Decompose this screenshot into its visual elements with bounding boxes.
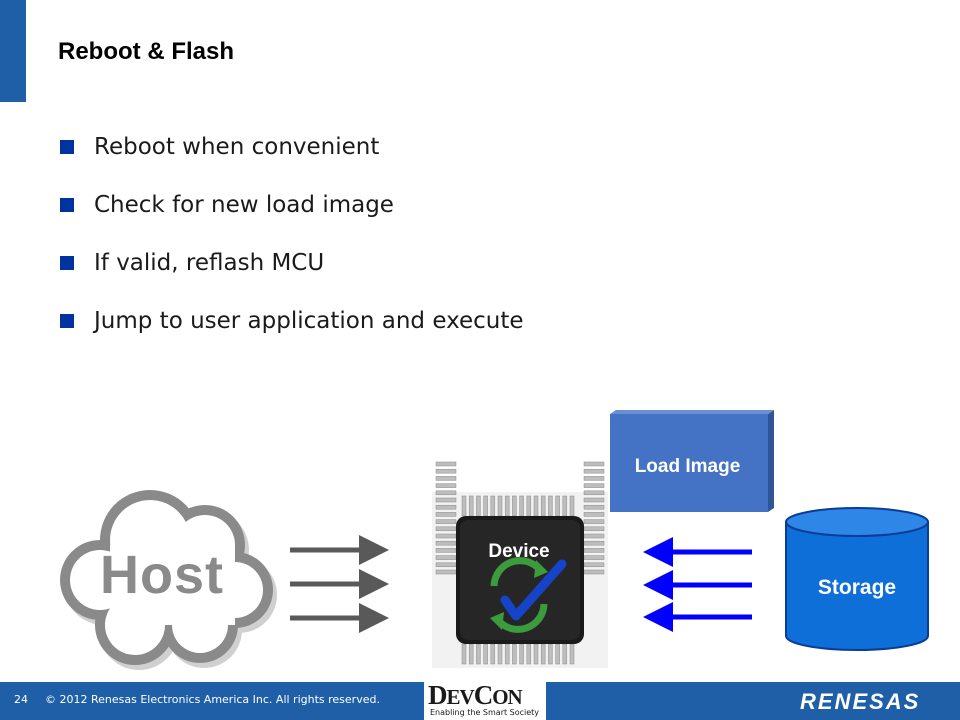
chip-pin: [435, 504, 457, 510]
bullet-item: Check for new load image: [60, 176, 524, 234]
chip-pin: [435, 569, 457, 575]
chip-pin: [526, 643, 532, 665]
host-cloud-icon: [60, 490, 277, 670]
host-label: Host: [100, 545, 224, 605]
devcon-tagline: Enabling the Smart Society: [430, 708, 540, 717]
chip-pin: [540, 495, 546, 517]
chip-pin: [435, 461, 457, 467]
load-image-block: [610, 410, 774, 512]
bullet-marker: [60, 198, 74, 212]
chip-pin: [583, 497, 605, 503]
chip-pin: [583, 540, 605, 546]
bullet-item: Jump to user application and execute: [60, 292, 524, 350]
chip-pin: [583, 468, 605, 474]
chip-pin: [583, 483, 605, 488]
chip-pin: [490, 643, 496, 665]
chip-pin: [512, 643, 517, 665]
chip-pin: [435, 476, 457, 481]
bullet-text: Check for new load image: [94, 192, 394, 218]
chip-pin: [548, 495, 553, 517]
chip-pin: [583, 555, 605, 560]
chip-pin: [483, 643, 488, 665]
device-label: Device: [488, 541, 550, 562]
chip-pin: [519, 643, 524, 665]
chip-pin: [435, 468, 457, 474]
chip-pin: [583, 569, 605, 575]
storage-cylinder-icon: [785, 507, 929, 651]
chip-pin: [583, 512, 605, 517]
chip-pin: [555, 495, 560, 517]
chip-pin: [476, 495, 481, 517]
chip-pin: [435, 526, 457, 532]
chip-pin: [435, 540, 457, 546]
bullet-marker: [60, 256, 74, 270]
chip-pin: [468, 495, 474, 517]
chip-pin: [483, 495, 488, 517]
chip-pin: [512, 495, 517, 517]
chip-pin: [583, 526, 605, 532]
chip-pin: [583, 476, 605, 481]
title-accent-bar: [0, 0, 26, 102]
chip-pin: [435, 483, 457, 488]
chip-pin: [583, 562, 605, 568]
chip-pin: [569, 495, 575, 517]
chip-pin: [497, 643, 503, 665]
chip-pin: [461, 643, 467, 665]
chip-pin: [504, 643, 510, 665]
chip-pin: [555, 643, 560, 665]
bullet-list: Reboot when convenient Check for new loa…: [60, 118, 524, 350]
copyright-text: © 2012 Renesas Electronics America Inc. …: [45, 693, 380, 706]
chip-pin: [468, 643, 474, 665]
devcon-logo: [424, 680, 546, 720]
chip-pin: [435, 497, 457, 503]
page-number: 24: [14, 693, 28, 706]
chip-pin: [476, 643, 481, 665]
chip-pin: [461, 495, 467, 517]
chip-pin: [504, 495, 510, 517]
chip-pin: [435, 533, 457, 539]
chip-pin: [435, 555, 457, 560]
chip-pin: [540, 643, 546, 665]
chip-pin: [562, 643, 568, 665]
chip-pin: [519, 495, 524, 517]
devcon-logo-text: DEVCON: [428, 680, 523, 710]
chip-pin: [583, 548, 605, 553]
bullet-marker: [60, 140, 74, 154]
load-image-label: Load Image: [634, 456, 741, 477]
device-chip-icon: [432, 461, 608, 668]
chip-pin: [533, 643, 539, 665]
chip-pin: [435, 512, 457, 517]
refresh-check-icon: [490, 557, 567, 633]
chip-pin: [497, 495, 503, 517]
chip-pin: [583, 519, 605, 524]
storage-label: Storage: [817, 576, 897, 599]
slide-title: Reboot & Flash: [58, 38, 235, 65]
renesas-logo: RENESAS: [800, 689, 921, 714]
bullet-marker: [60, 314, 74, 328]
chip-pin: [435, 548, 457, 553]
chip-pin: [526, 495, 532, 517]
chip-pin: [569, 643, 575, 665]
chip-pin: [583, 504, 605, 510]
chip-pin: [562, 495, 568, 517]
bullet-item: Reboot when convenient: [60, 118, 524, 176]
chip-pin: [435, 490, 457, 496]
bullet-text: If valid, reflash MCU: [94, 250, 325, 276]
chip-pin: [435, 562, 457, 568]
host-to-device-arrows: [290, 535, 389, 633]
bullet-text: Reboot when convenient: [94, 134, 380, 160]
chip-pin: [435, 519, 457, 524]
chip-pin: [583, 490, 605, 496]
chip-pin: [548, 643, 553, 665]
chip-pin: [583, 533, 605, 539]
bullet-item: If valid, reflash MCU: [60, 234, 524, 292]
storage-to-device-arrows: [643, 537, 752, 632]
chip-pin: [533, 495, 539, 517]
bullet-text: Jump to user application and execute: [94, 308, 524, 334]
chip-pin: [583, 461, 605, 467]
chip-pin: [490, 495, 496, 517]
